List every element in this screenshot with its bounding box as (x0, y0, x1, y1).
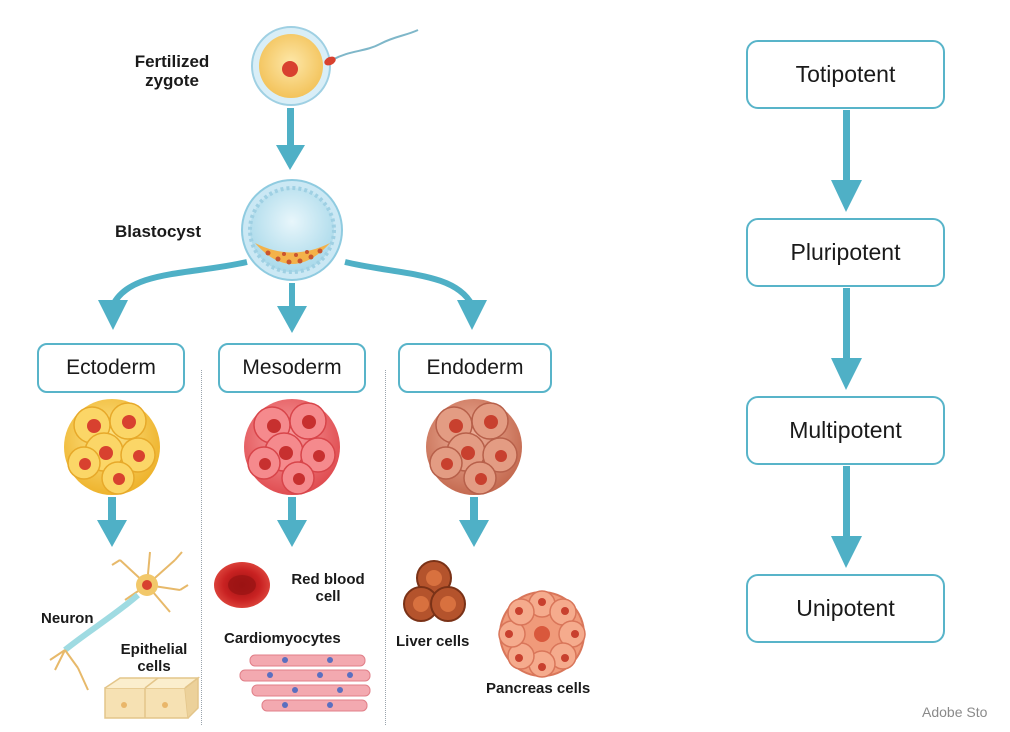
potency-arrows (831, 110, 862, 568)
epithelial-label-line2: cells (137, 658, 171, 675)
zygote-illustration (251, 26, 419, 106)
epithelial-label: Epithelial cells (114, 641, 194, 675)
cluster-arrows (97, 497, 489, 547)
zygote-label-line1: Fertilized (134, 52, 210, 71)
red-blood-cell-label-line1: Red blood (291, 571, 365, 588)
divider-right (385, 370, 386, 725)
blastocyst-label: Blastocyst (115, 222, 201, 241)
liver-cells-label: Liver cells (396, 633, 470, 650)
epithelial-label-line1: Epithelial (120, 641, 188, 658)
potency-box-multipotent: Multipotent (746, 396, 945, 465)
red-blood-cell-illustration (214, 562, 270, 608)
divider-left (201, 370, 202, 725)
pancreas-cells-illustration (498, 590, 586, 678)
pancreas-cells-label: Pancreas cells (486, 680, 591, 697)
epithelial-cells-illustration (104, 676, 201, 719)
red-blood-cell-label-line2: cell (315, 588, 341, 605)
ectoderm-cell-cluster (64, 399, 160, 495)
zygote-label-line2: zygote (145, 71, 199, 90)
arrow-zygote-to-blastocyst (276, 108, 305, 170)
cardiomyocytes-illustration (239, 654, 371, 712)
mesoderm-box: Mesoderm (218, 343, 366, 393)
potency-box-pluripotent: Pluripotent (746, 218, 945, 287)
endoderm-box: Endoderm (398, 343, 552, 393)
cardiomyocytes-label: Cardiomyocytes (224, 630, 341, 647)
neuron-illustration (49, 551, 189, 691)
blastocyst-illustration (241, 179, 343, 281)
potency-box-totipotent: Totipotent (746, 40, 945, 109)
endoderm-cell-cluster (426, 399, 522, 495)
red-blood-cell-label: Red blood cell (282, 571, 374, 605)
ectoderm-box: Ectoderm (37, 343, 185, 393)
liver-cells-illustration (403, 560, 466, 622)
potency-box-unipotent: Unipotent (746, 574, 945, 643)
neuron-label: Neuron (41, 610, 94, 627)
mesoderm-cell-cluster (244, 399, 340, 495)
branch-arrows (110, 259, 475, 310)
watermark-text: Adobe Sto (922, 704, 988, 720)
zygote-label: Fertilized zygote (117, 52, 227, 90)
